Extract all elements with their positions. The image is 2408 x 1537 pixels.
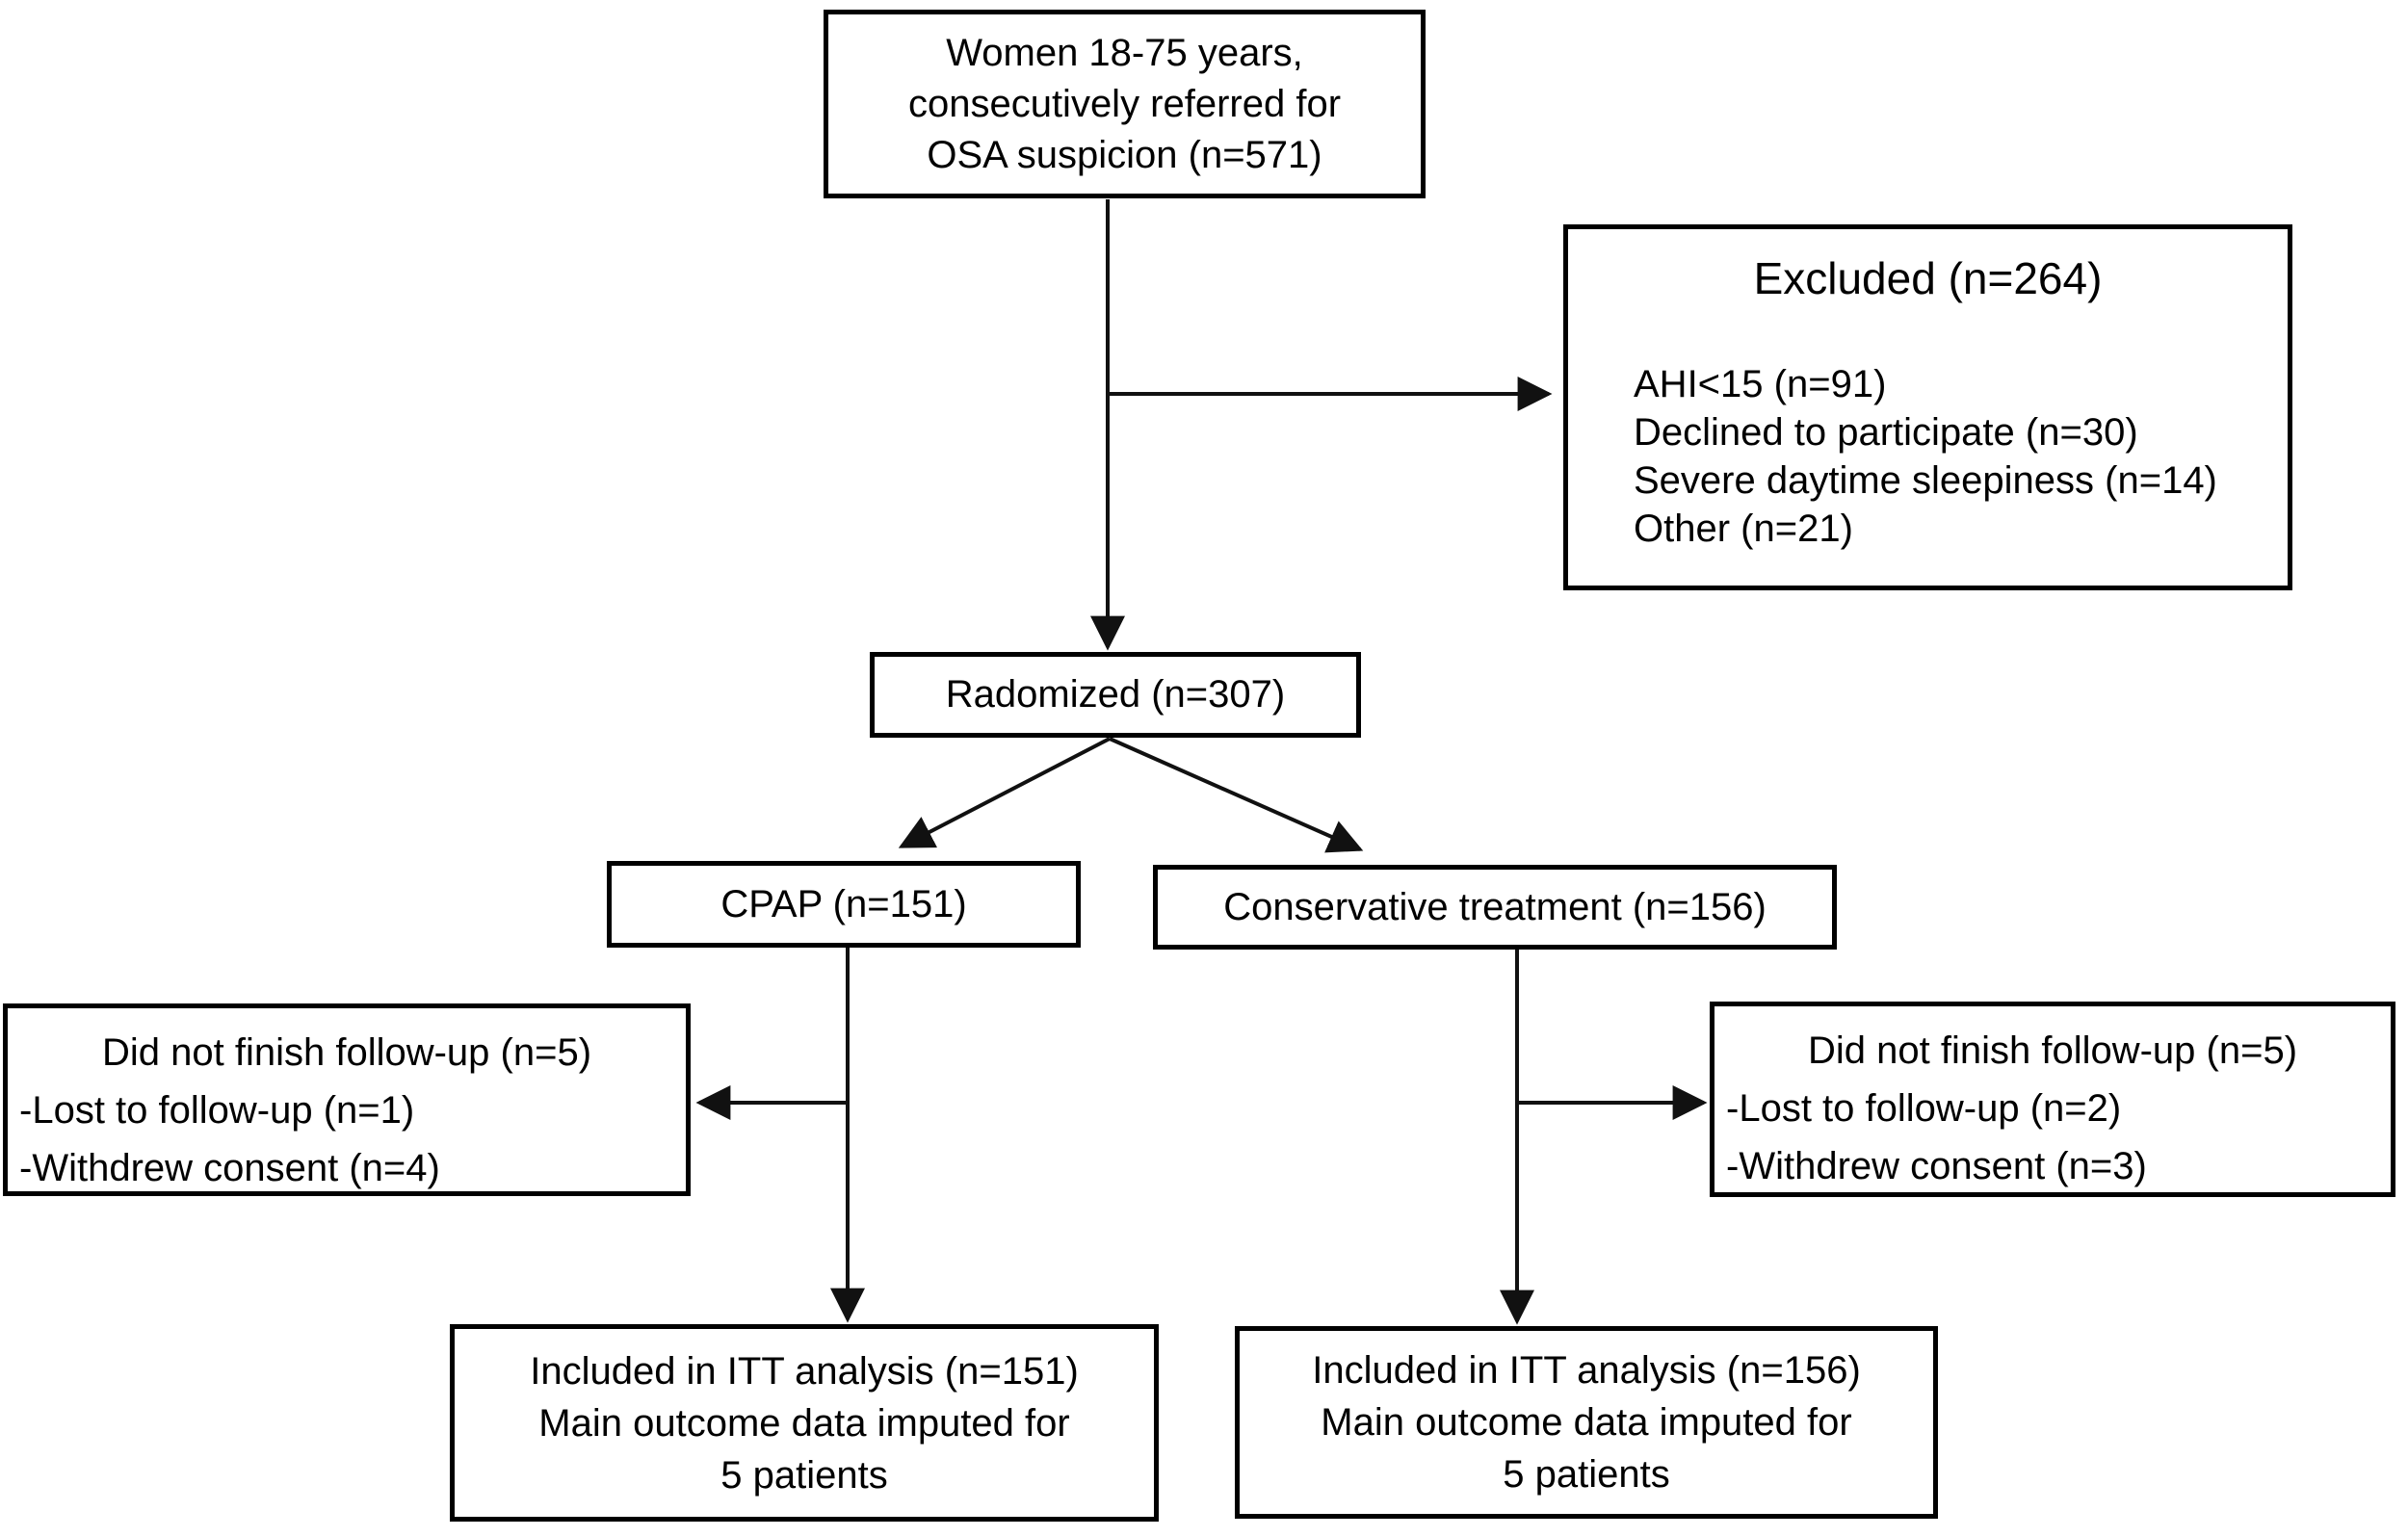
referred-line-1: Women 18-75 years, bbox=[946, 31, 1303, 74]
arrow-randomized-to-cpap bbox=[898, 737, 1111, 848]
cpap-itt-line-2: Main outcome data imputed for bbox=[538, 1401, 1070, 1445]
box-cpap-dropout: Did not finish follow-up (n=5) -Lost to … bbox=[3, 1003, 691, 1196]
box-conservative-arm: Conservative treatment (n=156) bbox=[1153, 865, 1837, 950]
conservative-dropout-withdrew: -Withdrew consent (n=3) bbox=[1726, 1145, 2147, 1187]
referred-line-2: consecutively referred for bbox=[907, 82, 1342, 125]
excluded-item-other: Other (n=21) bbox=[1634, 508, 1853, 550]
cpap-label: CPAP (n=151) bbox=[720, 882, 967, 925]
conservative-itt-line-1: Included in ITT analysis (n=156) bbox=[1312, 1349, 1861, 1392]
referred-line-3: OSA suspicion (n=571) bbox=[927, 133, 1322, 176]
cpap-dropout-withdrew: -Withdrew consent (n=4) bbox=[19, 1147, 440, 1189]
cpap-itt-line-3: 5 patients bbox=[720, 1453, 888, 1497]
excluded-item-ahi: AHI<15 (n=91) bbox=[1634, 363, 1887, 405]
cpap-dropout-title: Did not finish follow-up (n=5) bbox=[101, 1031, 592, 1074]
box-randomized: Radomized (n=307) bbox=[870, 652, 1361, 738]
cpap-itt-line-1: Included in ITT analysis (n=151) bbox=[530, 1349, 1079, 1393]
box-conservative-itt: Included in ITT analysis (n=156) Main ou… bbox=[1235, 1326, 1938, 1519]
box-referred-population: Women 18-75 years, consecutively referre… bbox=[824, 10, 1426, 198]
cpap-dropout-lost: -Lost to follow-up (n=1) bbox=[19, 1089, 415, 1132]
conservative-label: Conservative treatment (n=156) bbox=[1223, 885, 1767, 928]
conservative-dropout-title: Did not finish follow-up (n=5) bbox=[1807, 1029, 2298, 1072]
excluded-item-declined: Declined to participate (n=30) bbox=[1634, 411, 2138, 454]
arrow-randomized-to-conservative bbox=[1109, 737, 1364, 853]
randomized-label: Radomized (n=307) bbox=[945, 673, 1286, 716]
conservative-itt-line-3: 5 patients bbox=[1503, 1453, 1670, 1496]
box-cpap-itt: Included in ITT analysis (n=151) Main ou… bbox=[450, 1324, 1159, 1522]
box-excluded: Excluded (n=264) AHI<15 (n=91) Declined … bbox=[1563, 224, 2292, 590]
conservative-dropout-lost: -Lost to follow-up (n=2) bbox=[1726, 1087, 2122, 1130]
box-cpap-arm: CPAP (n=151) bbox=[607, 861, 1081, 948]
excluded-item-sleepiness: Severe daytime sleepiness (n=14) bbox=[1634, 459, 2217, 502]
excluded-title: Excluded (n=264) bbox=[1753, 253, 2103, 303]
conservative-itt-line-2: Main outcome data imputed for bbox=[1321, 1401, 1852, 1444]
box-conservative-dropout: Did not finish follow-up (n=5) -Lost to … bbox=[1710, 1002, 2395, 1197]
